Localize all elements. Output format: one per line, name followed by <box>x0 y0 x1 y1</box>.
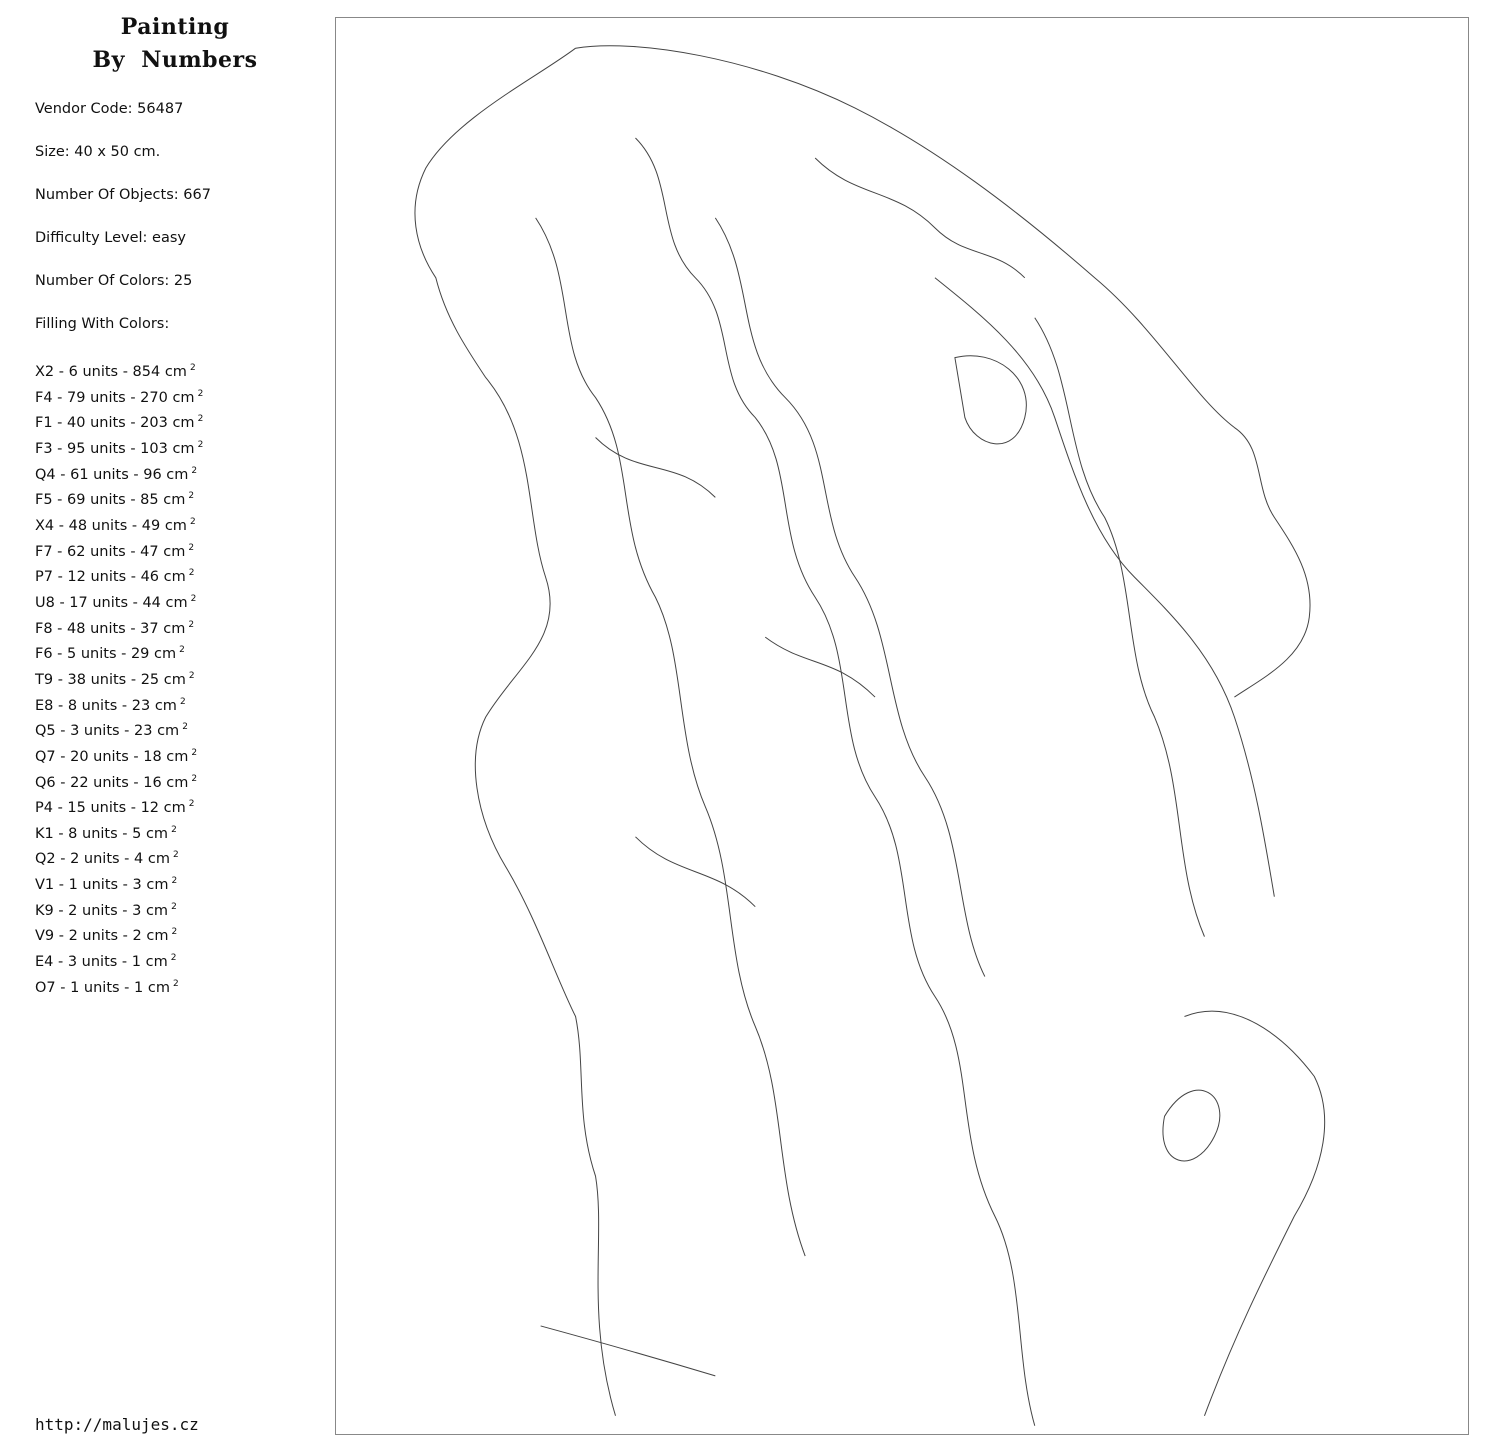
line-art-canvas <box>335 17 1469 1435</box>
color-entry-text: P7 - 12 units - 46 cm <box>35 569 186 586</box>
area-unit-superscript: 2 <box>171 824 177 835</box>
color-entry-text: Q6 - 22 units - 16 cm <box>35 774 189 791</box>
page-title: Painting By Numbers <box>60 11 290 77</box>
area-unit-superscript: 2 <box>172 978 179 989</box>
color-entry-text: K9 - 2 units - 3 cm <box>35 902 169 919</box>
color-entry-text: P4 - 15 units - 12 cm <box>35 800 186 817</box>
area-unit-superscript: 2 <box>191 747 198 758</box>
color-entry-text: V9 - 2 units - 2 cm <box>35 928 169 945</box>
area-unit-superscript: 2 <box>171 927 178 938</box>
area-unit-superscript: 2 <box>188 799 195 810</box>
area-unit-superscript: 2 <box>188 670 195 681</box>
title-line-2: By Numbers <box>92 47 258 73</box>
color-entry-text: Q4 - 61 units - 96 cm <box>35 466 189 483</box>
area-unit-superscript: 2 <box>188 568 195 579</box>
color-entry-text: E8 - 8 units - 23 cm <box>35 697 177 714</box>
color-entry-text: F5 - 69 units - 85 cm <box>35 492 186 509</box>
area-unit-superscript: 2 <box>171 876 178 887</box>
color-entry-text: F4 - 79 units - 270 cm <box>35 389 195 406</box>
color-entry-text: Q5 - 3 units - 23 cm <box>35 723 180 740</box>
color-entry-text: Q7 - 20 units - 18 cm <box>35 748 189 765</box>
area-unit-superscript: 2 <box>197 414 204 425</box>
area-unit-superscript: 2 <box>179 696 186 707</box>
area-unit-superscript: 2 <box>197 388 204 399</box>
area-unit-superscript: 2 <box>179 645 185 656</box>
area-unit-superscript: 2 <box>191 773 198 784</box>
area-unit-superscript: 2 <box>188 619 195 630</box>
color-entry-text: Q2 - 2 units - 4 cm <box>35 851 170 868</box>
area-unit-superscript: 2 <box>190 593 197 604</box>
vendor-code: Vendor Code: 56487 <box>35 101 184 117</box>
area-unit-superscript: 2 <box>182 722 188 733</box>
area-unit-superscript: 2 <box>191 465 198 476</box>
color-entry-text: F8 - 48 units - 37 cm <box>35 620 186 637</box>
color-entry-text: O7 - 1 units - 1 cm <box>35 979 170 996</box>
color-entry-text: F3 - 95 units - 103 cm <box>35 440 195 457</box>
footer-link[interactable]: http://malujes.cz <box>35 1415 199 1434</box>
color-entry-text: F1 - 40 units - 203 cm <box>35 415 195 432</box>
color-entry-text: X2 - 6 units - 854 cm <box>35 364 187 380</box>
area-unit-superscript: 2 <box>172 850 179 861</box>
color-entry-text: X4 - 48 units - 49 cm <box>35 517 187 534</box>
color-entry-text: K1 - 8 units - 5 cm <box>35 825 169 842</box>
color-entry-text: F6 - 5 units - 29 cm <box>35 646 177 663</box>
number-of-colors: Number Of Colors: 25 <box>35 273 193 289</box>
area-unit-superscript: 2 <box>189 516 196 527</box>
color-entry-text: F7 - 62 units - 47 cm <box>35 543 186 560</box>
area-unit-superscript: 2 <box>189 363 196 373</box>
difficulty-level: Difficulty Level: easy <box>35 230 186 246</box>
color-entry-text: E4 - 3 units - 1 cm <box>35 954 168 971</box>
portrait-outline-drawing <box>414 45 1326 1426</box>
area-unit-superscript: 2 <box>171 901 177 912</box>
area-unit-superscript: 2 <box>197 439 204 450</box>
title-line-1: Painting <box>120 14 230 40</box>
filling-heading: Filling With Colors: <box>35 316 170 332</box>
size: Size: 40 x 50 cm. <box>35 144 161 160</box>
area-unit-superscript: 2 <box>170 953 177 964</box>
color-entry-text: V1 - 1 units - 3 cm <box>35 877 169 894</box>
color-entry-text: T9 - 38 units - 25 cm <box>35 671 186 688</box>
area-unit-superscript: 2 <box>188 491 195 502</box>
color-entry-text: U8 - 17 units - 44 cm <box>35 594 188 611</box>
number-of-objects: Number Of Objects: 667 <box>35 187 211 203</box>
area-unit-superscript: 2 <box>188 542 195 553</box>
